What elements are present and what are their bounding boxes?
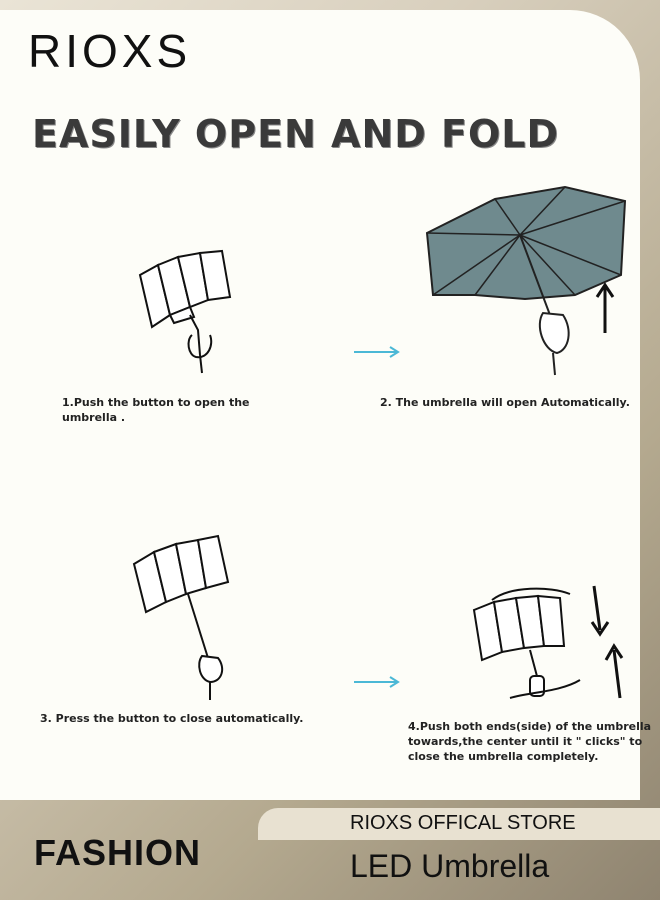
store-name: RIOXS OFFICAL STORE — [350, 812, 576, 834]
step-4-caption-line1: 4.Push both ends(side) of the umbrella — [408, 720, 652, 733]
content-panel — [0, 10, 640, 800]
step-1-caption: 1.Push the button to open the umbrella . — [62, 395, 250, 425]
store-band — [258, 808, 660, 840]
step-2-illustration — [425, 185, 630, 385]
step-2-caption: 2. The umbrella will open Automatically. — [380, 395, 630, 410]
step-3-illustration — [130, 530, 250, 705]
step-4-caption-line2: towards,the center until it " clicks" to — [408, 735, 643, 748]
step-2-caption-line1: 2. The umbrella will open Automatically. — [380, 396, 630, 409]
headline: EASILY OPEN AND FOLD — [32, 112, 560, 156]
step-1-caption-line2: umbrella . — [62, 411, 126, 424]
step-4-caption: 4.Push both ends(side) of the umbrella t… — [408, 719, 651, 764]
footer-fashion-label: FASHION — [34, 832, 202, 873]
brand-logo: RIOXS — [28, 25, 192, 77]
step-1-illustration — [130, 245, 250, 380]
arrow-right-icon — [352, 344, 402, 365]
product-name: LED Umbrella — [350, 848, 550, 884]
arrow-right-icon — [352, 674, 402, 695]
step-3-caption: 3. Press the button to close automatical… — [40, 711, 304, 726]
step-4-caption-line3: close the umbrella completely. — [408, 750, 599, 763]
step-1-caption-line1: 1.Push the button to open the — [62, 396, 250, 409]
step-4-illustration — [470, 580, 640, 710]
step-3-caption-line1: 3. Press the button to close automatical… — [40, 712, 304, 725]
